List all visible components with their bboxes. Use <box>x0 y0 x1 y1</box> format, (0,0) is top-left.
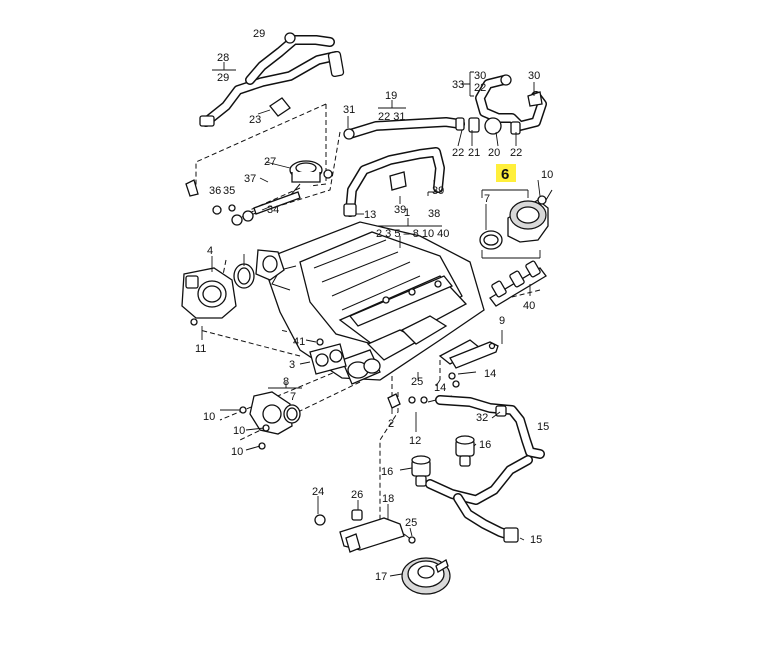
part-9-bracket <box>449 341 499 369</box>
callout-23: 23 <box>249 114 261 126</box>
callout-9: 9 <box>499 315 505 327</box>
callout-7: 7 <box>484 193 490 205</box>
callout-18: 18 <box>382 493 394 505</box>
callout-12: 12 <box>409 435 421 447</box>
callout-20: 20 <box>488 147 500 159</box>
callout-17: 17 <box>375 571 387 583</box>
callout-36: 36 <box>209 185 221 197</box>
callout-4: 4 <box>207 245 213 257</box>
callout-26: 26 <box>351 489 363 501</box>
callout-40: 40 <box>523 300 535 312</box>
callout-22: 22 <box>510 147 522 159</box>
vacuum-line-upper <box>199 32 345 127</box>
callout-10: 10 <box>233 425 245 437</box>
callout-14: 14 <box>484 368 496 380</box>
callout-38: 38 <box>428 208 440 220</box>
callout-22: 22 <box>474 82 486 94</box>
callout-6: 6 <box>501 166 509 183</box>
callout-leaders <box>201 62 541 577</box>
callout-30: 30 <box>474 70 486 82</box>
callout-labels: 29 28 29 23 27 37 36 35 34 2 3 5 – 8 10 … <box>195 28 553 583</box>
callout-10: 10 <box>541 169 553 181</box>
callout-39: 39 <box>394 204 406 216</box>
callout-15: 15 <box>530 534 542 546</box>
callout-13: 13 <box>364 209 376 221</box>
callout-27: 27 <box>264 156 276 168</box>
callout-1: 1 <box>404 207 410 219</box>
callout-10: 10 <box>203 411 215 423</box>
callout-16: 16 <box>479 439 491 451</box>
part-40-rail <box>489 260 547 307</box>
callout-1-sub: 2 3 5 – 8 10 40 <box>376 228 449 240</box>
callout-14: 14 <box>434 382 446 394</box>
callout-3: 3 <box>289 359 295 371</box>
part-6-assembly <box>479 189 553 250</box>
callout-31: 31 <box>343 104 355 116</box>
flange-parts <box>309 338 347 375</box>
callout-41: 41 <box>293 336 305 348</box>
callout-6-highlight <box>496 164 516 182</box>
callout-25: 25 <box>405 517 417 529</box>
bracket-18-assembly <box>314 509 416 553</box>
callout-8: 8 <box>283 376 289 388</box>
callout-29: 29 <box>253 28 265 40</box>
vacuum-hose-15 <box>425 395 545 543</box>
callout-32: 32 <box>476 412 488 424</box>
callout-19-sub: 22 31 <box>378 111 406 123</box>
throttle-body <box>181 249 285 326</box>
callout-30: 30 <box>528 70 540 82</box>
callout-11: 11 <box>195 343 206 355</box>
breather-hose-19 <box>343 117 465 140</box>
callout-28: 28 <box>217 52 229 64</box>
part-17-reservoir <box>401 557 451 595</box>
callout-37: 37 <box>244 173 256 185</box>
callout-33: 33 <box>452 79 464 91</box>
callout-10: 10 <box>231 446 243 458</box>
part-8-assembly <box>220 391 301 451</box>
callout-15: 15 <box>537 421 549 433</box>
callout-39: 39 <box>432 185 444 197</box>
callout-24: 24 <box>312 486 324 498</box>
callout-35: 35 <box>223 185 235 197</box>
callout-25: 25 <box>411 376 423 388</box>
breather-hose-30 <box>468 74 547 135</box>
callout-21: 21 <box>468 147 480 159</box>
solenoid-valves <box>411 435 475 487</box>
callout-22: 22 <box>452 147 464 159</box>
callout-29: 29 <box>217 72 229 84</box>
part-27-assembly <box>185 160 333 226</box>
callout-2: 2 <box>388 418 394 430</box>
callout-19: 19 <box>385 90 397 102</box>
callout-16: 16 <box>381 466 393 478</box>
breather-hose-39 <box>343 147 445 217</box>
callout-34: 34 <box>267 204 279 216</box>
callout-7: 7 <box>290 391 296 403</box>
